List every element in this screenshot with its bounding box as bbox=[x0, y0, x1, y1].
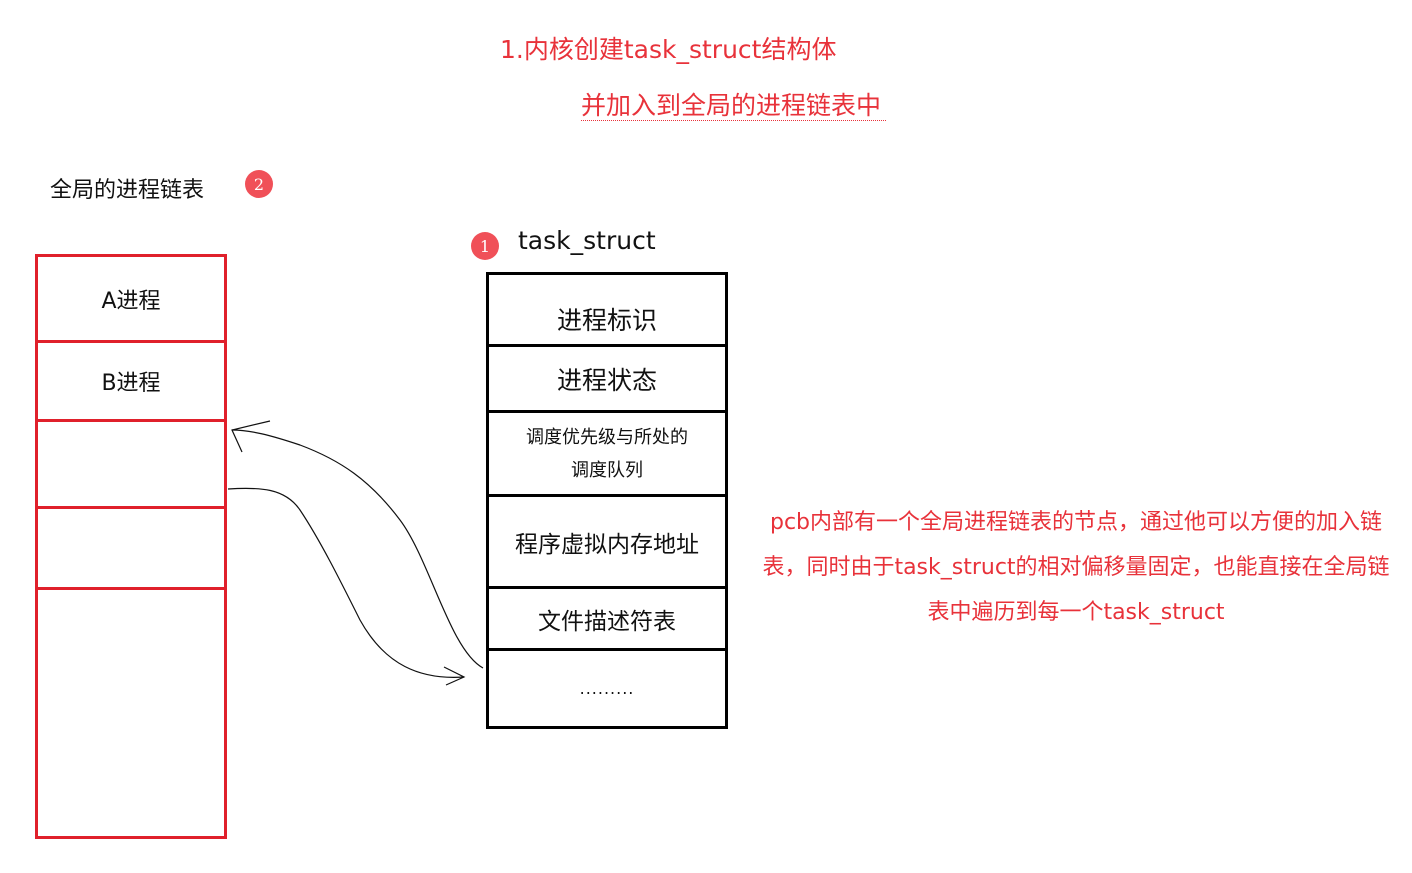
field-label: 程序虚拟内存地址 bbox=[515, 531, 699, 558]
field-fd-table: 文件描述符表 bbox=[489, 589, 725, 651]
field-label: 调度优先级与所处的 调度队列 bbox=[526, 426, 688, 481]
global-list-title: 全局的进程链表 bbox=[50, 178, 205, 203]
arrowhead-to-task-struct bbox=[443, 666, 466, 686]
global-process-list: A进程 B进程 bbox=[35, 254, 227, 839]
field-virtual-memory: 程序虚拟内存地址 bbox=[489, 497, 725, 589]
arrow-to-task-struct bbox=[227, 487, 465, 678]
field-scheduling: 调度优先级与所处的 调度队列 bbox=[489, 413, 725, 497]
field-process-id: 进程标识 bbox=[489, 275, 725, 347]
step-1-subtitle: 并加入到全局的进程链表中 bbox=[581, 91, 882, 120]
task-struct-box: 进程标识 进程状态 调度优先级与所处的 调度队列 程序虚拟内存地址 文件描述符表… bbox=[486, 272, 728, 729]
arrow-to-list bbox=[231, 429, 484, 669]
field-more: ......... bbox=[489, 651, 725, 726]
list-node-label: B进程 bbox=[101, 371, 161, 396]
list-node-b: B进程 bbox=[38, 343, 224, 422]
arrowhead-to-list bbox=[231, 420, 271, 453]
field-process-state: 进程状态 bbox=[489, 347, 725, 413]
field-label: 进程状态 bbox=[556, 365, 657, 395]
list-node-label: A进程 bbox=[101, 288, 161, 314]
field-label: 进程标识 bbox=[556, 305, 657, 335]
list-node-empty bbox=[38, 509, 224, 590]
field-label: 文件描述符表 bbox=[538, 608, 676, 635]
list-node-a: A进程 bbox=[38, 257, 224, 343]
badge-2: 2 bbox=[245, 170, 273, 198]
subtitle-underline bbox=[581, 120, 886, 121]
list-node-empty bbox=[38, 422, 224, 509]
side-note: pcb内部有一个全局进程链表的节点，通过他可以方便的加入链表，同时由于task_… bbox=[762, 510, 1390, 625]
badge-1: 1 bbox=[471, 232, 499, 260]
task-struct-title: task_struct bbox=[518, 226, 656, 255]
step-1-title: 1.内核创建task_struct结构体 bbox=[500, 35, 837, 64]
field-label: ......... bbox=[579, 679, 635, 698]
